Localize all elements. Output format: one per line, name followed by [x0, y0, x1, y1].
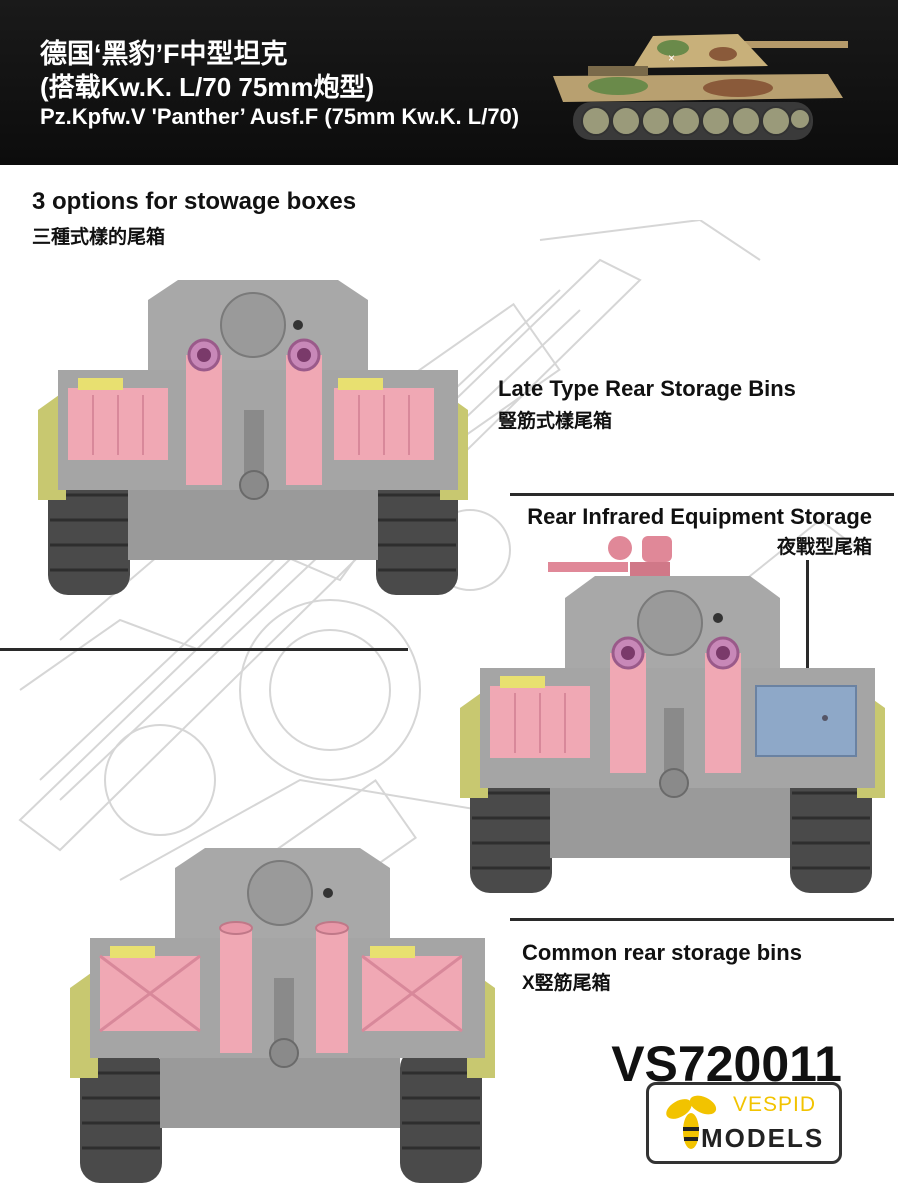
intro-heading-cn: 三種式樣的尾箱: [32, 227, 166, 248]
wasp-logo-icon: [666, 1095, 717, 1149]
divider-rule-option2: [510, 493, 894, 496]
divider-rule-left: [0, 648, 408, 651]
option-infrared-label-cn: 夜戰型尾箱: [776, 537, 872, 558]
brand-subname: MODELS: [701, 1123, 825, 1153]
callout-leader-line: [806, 560, 809, 692]
svg-text:×: ×: [668, 51, 675, 65]
option-common-label-en: Common rear storage bins: [522, 940, 802, 965]
intro-heading-en: 3 options for stowage boxes: [32, 188, 357, 215]
tank-rear-view-infrared-storage: [460, 536, 885, 893]
option-late-type-label-cn: 豎筋式樣尾箱: [498, 411, 613, 432]
title-chinese: 德国‘黑豹’F中型坦克: [40, 39, 288, 69]
panther-camo-tank-illustration: ×: [553, 34, 848, 140]
brand-name: VESPID: [733, 1093, 817, 1116]
tank-rear-view-late-type-bins: [38, 280, 468, 595]
title-english: Pz.Kpfw.V 'Panther’ Ausf.F (75mm Kw.K. L…: [40, 104, 520, 129]
tank-rear-view-common-bins: [70, 848, 495, 1183]
option-late-type-label-en: Late Type Rear Storage Bins: [498, 376, 796, 401]
vespid-models-logo: VESPID MODELS: [646, 1082, 842, 1164]
divider-rule-option3: [510, 918, 894, 921]
subtitle-chinese: (搭载Kw.K. L/70 75mm炮型): [40, 72, 375, 102]
option-common-label-cn: X竪筋尾箱: [522, 973, 611, 994]
option-infrared-label-en: Rear Infrared Equipment Storage: [527, 504, 872, 529]
header-banner: 德国‘黑豹’F中型坦克 (搭载Kw.K. L/70 75mm炮型) Pz.Kpf…: [0, 0, 898, 165]
